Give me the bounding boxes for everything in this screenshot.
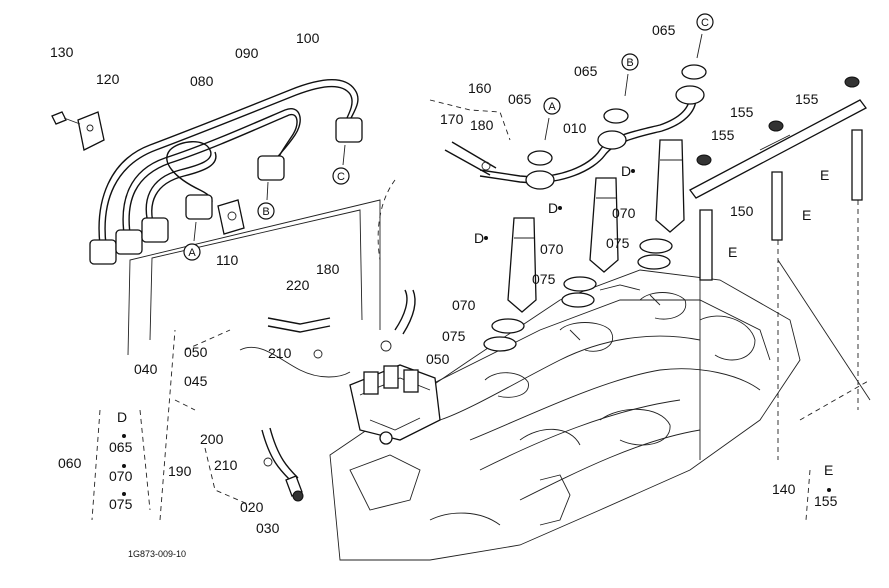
callout-c200: 200 (200, 431, 224, 447)
callout-c050b: 050 (426, 351, 450, 367)
marker-circle (696, 13, 714, 31)
callout-c065b: 065 (574, 63, 598, 79)
glow-plugs (689, 76, 867, 460)
fuel-hoses (239, 289, 416, 502)
callout-cD2: D (548, 200, 558, 216)
callout-cE1: E (820, 167, 829, 183)
callout-cE4: E (824, 462, 833, 478)
marker-circle (543, 97, 561, 115)
marker-letter: C (701, 17, 709, 29)
figure-code: 1G873-009-10 (128, 549, 186, 559)
callout-c075b: 075 (532, 271, 556, 287)
callout-c070c: 070 (452, 297, 476, 313)
callout-cE3: E (728, 244, 737, 260)
callout-c080: 080 (190, 73, 214, 89)
injection-pipes (51, 79, 363, 265)
marker-circle (257, 202, 275, 220)
callout-c140: 140 (772, 481, 796, 497)
callout-c180b: 180 (316, 261, 340, 277)
callout-c045: 045 (184, 373, 208, 389)
marker-circle (183, 243, 201, 261)
callout-c180a: 180 (470, 117, 494, 133)
marker-letter: A (548, 101, 556, 113)
injection-nozzles (507, 139, 685, 313)
callout-c100: 100 (296, 30, 320, 46)
marker-mB2: B (621, 53, 639, 71)
marker-letter: A (188, 247, 196, 259)
marker-letter: B (626, 57, 633, 69)
marker-mA1: A (183, 243, 201, 261)
callout-cD1: D (621, 163, 631, 179)
callout-c060: 060 (58, 455, 82, 471)
leader-lines (91, 99, 871, 521)
callout-c130: 130 (50, 44, 74, 60)
callout-c075c: 075 (442, 328, 466, 344)
engine-block (329, 269, 801, 561)
callout-c210a: 210 (268, 345, 292, 361)
callout-c090: 090 (235, 45, 259, 61)
callout-c070b: 070 (540, 241, 564, 257)
marker-mC1: C (332, 167, 350, 185)
callout-c065d: 065 (109, 439, 133, 455)
callout-c065a: 065 (508, 91, 532, 107)
callout-cE2: E (802, 207, 811, 223)
callout-c150: 150 (730, 203, 754, 219)
callout-c070d: 070 (109, 468, 133, 484)
nozzle-washers (483, 238, 673, 352)
callout-c030: 030 (256, 520, 280, 536)
callout-c050a: 050 (184, 344, 208, 360)
marker-mA2: A (543, 97, 561, 115)
callout-c155a: 155 (730, 104, 754, 120)
marker-circle (621, 53, 639, 71)
group-dots (122, 169, 831, 496)
callout-c210b: 210 (214, 457, 238, 473)
callout-labels: 130 120 080 090 100 160 065 065 065 170 180 010 155 1… (50, 22, 838, 536)
callout-c155b: 155 (795, 91, 819, 107)
marker-mC2: C (696, 13, 714, 31)
callout-c170: 170 (440, 111, 464, 127)
callout-c065c: 065 (652, 22, 676, 38)
circle-markers: C B A A B C (183, 13, 714, 261)
marker-mB1: B (257, 202, 275, 220)
callout-c220: 220 (286, 277, 310, 293)
callout-c070a: 070 (612, 205, 636, 221)
callout-c160: 160 (468, 80, 492, 96)
callout-c190: 190 (168, 463, 192, 479)
marker-letter: B (262, 206, 269, 218)
callout-cD3: D (474, 230, 484, 246)
callout-c075a: 075 (606, 235, 630, 251)
injection-pump (349, 364, 441, 445)
callout-c155c: 155 (711, 127, 735, 143)
marker-arrows (193, 33, 703, 242)
marker-circle (332, 167, 350, 185)
callout-c020: 020 (240, 499, 264, 515)
callout-c120: 120 (96, 71, 120, 87)
callout-c155d: 155 (814, 493, 838, 509)
callout-cD4: D (117, 409, 127, 425)
callout-c040: 040 (134, 361, 158, 377)
leak-off-pipe (444, 64, 707, 190)
callout-c010: 010 (563, 120, 587, 136)
callout-c110: 110 (216, 252, 239, 268)
marker-letter: C (337, 171, 345, 183)
callout-c075d: 075 (109, 496, 133, 512)
